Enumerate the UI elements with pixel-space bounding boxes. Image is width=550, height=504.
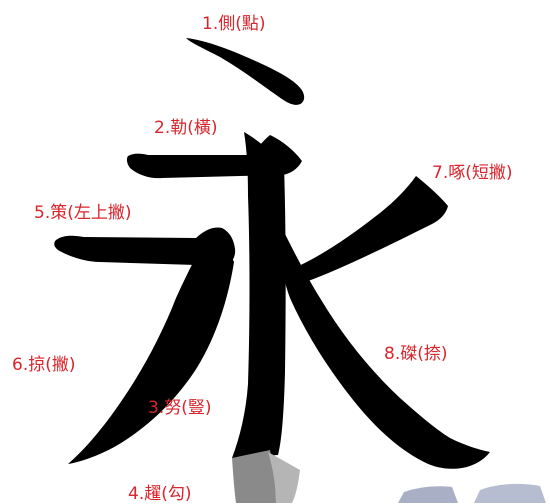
stroke-1-dot bbox=[186, 38, 305, 105]
label-stroke-8: 8.磔(捺) bbox=[384, 344, 448, 364]
watermark-mark bbox=[474, 483, 546, 503]
stroke-4-hook bbox=[232, 450, 276, 503]
label-stroke-5: 5.策(左上撇) bbox=[34, 203, 132, 223]
label-stroke-3: 3.努(豎) bbox=[148, 398, 212, 418]
stroke-3-vertical bbox=[232, 132, 286, 458]
stroke-6-sweep bbox=[68, 242, 234, 464]
label-stroke-4: 4.趯(勾) bbox=[128, 484, 192, 504]
stroke-8-press bbox=[280, 228, 490, 469]
stroke-7-peck bbox=[290, 176, 448, 286]
label-stroke-2: 2.勒(橫) bbox=[154, 118, 218, 138]
stroke-5-rising bbox=[54, 227, 236, 266]
stroke-4-hook-highlight bbox=[268, 452, 300, 503]
watermark-mark bbox=[398, 486, 458, 503]
label-stroke-6: 6.掠(撇) bbox=[12, 355, 76, 375]
label-stroke-1: 1.側(點) bbox=[202, 14, 266, 34]
label-stroke-7: 7.啄(短撇) bbox=[432, 163, 513, 183]
